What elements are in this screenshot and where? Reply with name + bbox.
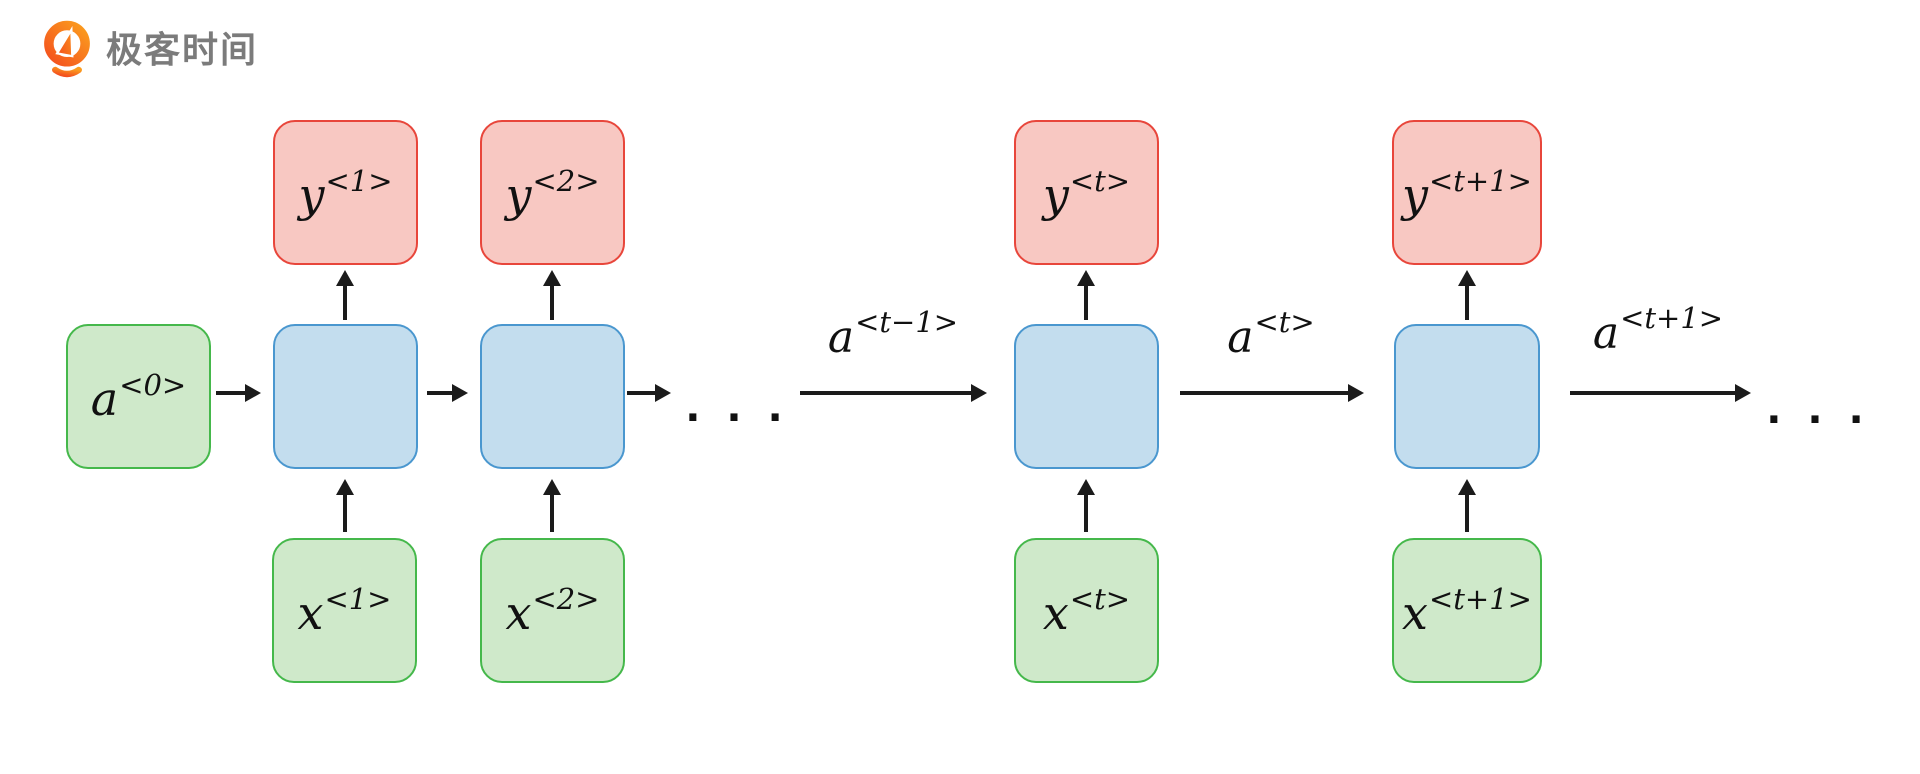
label-a-t-plus-1-base: a <box>1592 308 1620 359</box>
arrow-ellipsis-to-cellt <box>800 391 972 395</box>
arrow-xt1-to-cellt1 <box>1465 494 1469 532</box>
arrow-cell2-to-y2 <box>550 285 554 320</box>
label-a-t: a<t> <box>1161 308 1381 360</box>
ellipsis-left: · · · <box>685 395 789 441</box>
node-xt: x<t> <box>1014 538 1159 683</box>
ellipsis-right: · · · <box>1766 397 1870 443</box>
node-a0-base: a <box>90 372 119 426</box>
node-y2-base: y <box>505 168 532 222</box>
node-y1-base: y <box>298 168 325 222</box>
node-xt1: x<t+1> <box>1392 538 1542 683</box>
node-a0-sup: <0> <box>119 368 187 402</box>
arrow-cellt-to-yt <box>1084 285 1088 320</box>
arrow-x1-to-cell1 <box>343 494 347 532</box>
node-x1: x<1> <box>272 538 417 683</box>
arrow-xt-to-cellt <box>1084 494 1088 532</box>
brand-name: 极客时间 <box>106 29 259 70</box>
node-yt-base: y <box>1042 168 1069 222</box>
node-yt1-base: y <box>1401 168 1428 222</box>
node-xt1-sup: <t+1> <box>1428 582 1532 616</box>
rnn-cell-1 <box>273 324 418 469</box>
arrow-cellt1-to-yt1 <box>1465 285 1469 320</box>
label-a-t-sup: <t> <box>1254 305 1315 339</box>
arrow-cell2-to-ellipsis <box>627 391 656 395</box>
node-x1-sup: <1> <box>324 582 392 616</box>
node-y1-sup: <1> <box>325 164 393 198</box>
arrow-cellt1-to-ellipsis <box>1570 391 1736 395</box>
label-a-t-minus-1: a<t−1> <box>783 308 1003 360</box>
node-xt-sup: <t> <box>1069 582 1131 616</box>
node-yt: y<t> <box>1014 120 1159 265</box>
arrow-x2-to-cell2 <box>550 494 554 532</box>
node-yt1-sup: <t+1> <box>1428 164 1532 198</box>
node-x1-base: x <box>297 586 324 640</box>
label-a-t-base: a <box>1227 312 1254 363</box>
node-x2-base: x <box>505 586 532 640</box>
arrow-cell1-to-cell2 <box>427 391 453 395</box>
node-y1: y<1> <box>273 120 418 265</box>
node-xt1-base: x <box>1402 586 1428 640</box>
label-a-t-plus-1-sup: <t+1> <box>1620 301 1724 335</box>
label-a-t-minus-1-sup: <t−1> <box>855 305 959 339</box>
node-a0: a<0> <box>66 324 211 469</box>
arrow-cellt-to-cellt1 <box>1180 391 1349 395</box>
geektime-logo: 极客时间 <box>38 18 258 82</box>
rnn-cell-t <box>1014 324 1159 469</box>
arrow-cell1-to-y1 <box>343 285 347 320</box>
geektime-pin-icon <box>38 18 96 82</box>
node-x2-sup: <2> <box>532 582 600 616</box>
arrow-a0-to-cell1 <box>216 391 246 395</box>
node-xt-base: x <box>1042 586 1069 640</box>
label-a-t-plus-1: a<t+1> <box>1548 304 1768 356</box>
label-a-t-minus-1-base: a <box>827 312 855 363</box>
rnn-cell-2 <box>480 324 625 469</box>
node-y2: y<2> <box>480 120 625 265</box>
rnn-cell-t1 <box>1394 324 1540 469</box>
node-x2: x<2> <box>480 538 625 683</box>
node-yt1: y<t+1> <box>1392 120 1542 265</box>
node-yt-sup: <t> <box>1069 164 1131 198</box>
node-y2-sup: <2> <box>532 164 600 198</box>
